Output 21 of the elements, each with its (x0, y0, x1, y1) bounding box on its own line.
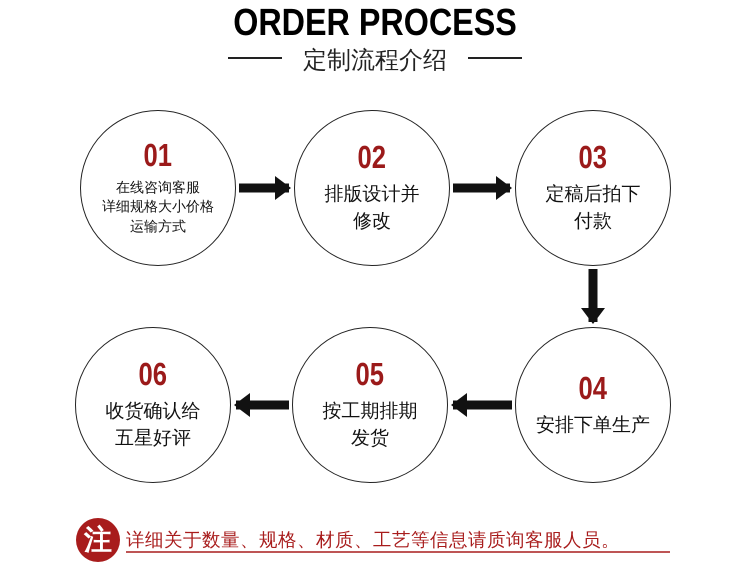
note-badge: 注 (76, 518, 120, 562)
step-description: 排版设计并修改 (324, 182, 420, 234)
step-number: 04 (578, 372, 608, 404)
step-number: 01 (144, 138, 172, 171)
step-number: 05 (356, 358, 384, 390)
step-description: 在线咨询客服详细规格大小价格运输方式 (102, 178, 214, 237)
arrow (453, 176, 512, 200)
step-description: 定稿后拍下付款 (546, 182, 640, 234)
step-description: 安排下单生产 (536, 412, 650, 438)
arrow (581, 269, 605, 324)
note-text: 详细关于数量、规格、材质、工艺等信息请质询客服人员。 (126, 529, 620, 552)
step-number: 02 (358, 141, 386, 174)
step-number: 03 (578, 141, 608, 174)
step-description: 按工期排期发货 (322, 399, 418, 451)
arrow (239, 176, 291, 200)
step-description: 收货确认给五星好评 (106, 399, 200, 451)
arrow (451, 393, 512, 417)
subtitle: 定制流程介绍 (302, 45, 448, 76)
title: ORDER PROCESS (232, 2, 518, 45)
step-number: 06 (138, 358, 168, 390)
arrow (234, 393, 289, 417)
